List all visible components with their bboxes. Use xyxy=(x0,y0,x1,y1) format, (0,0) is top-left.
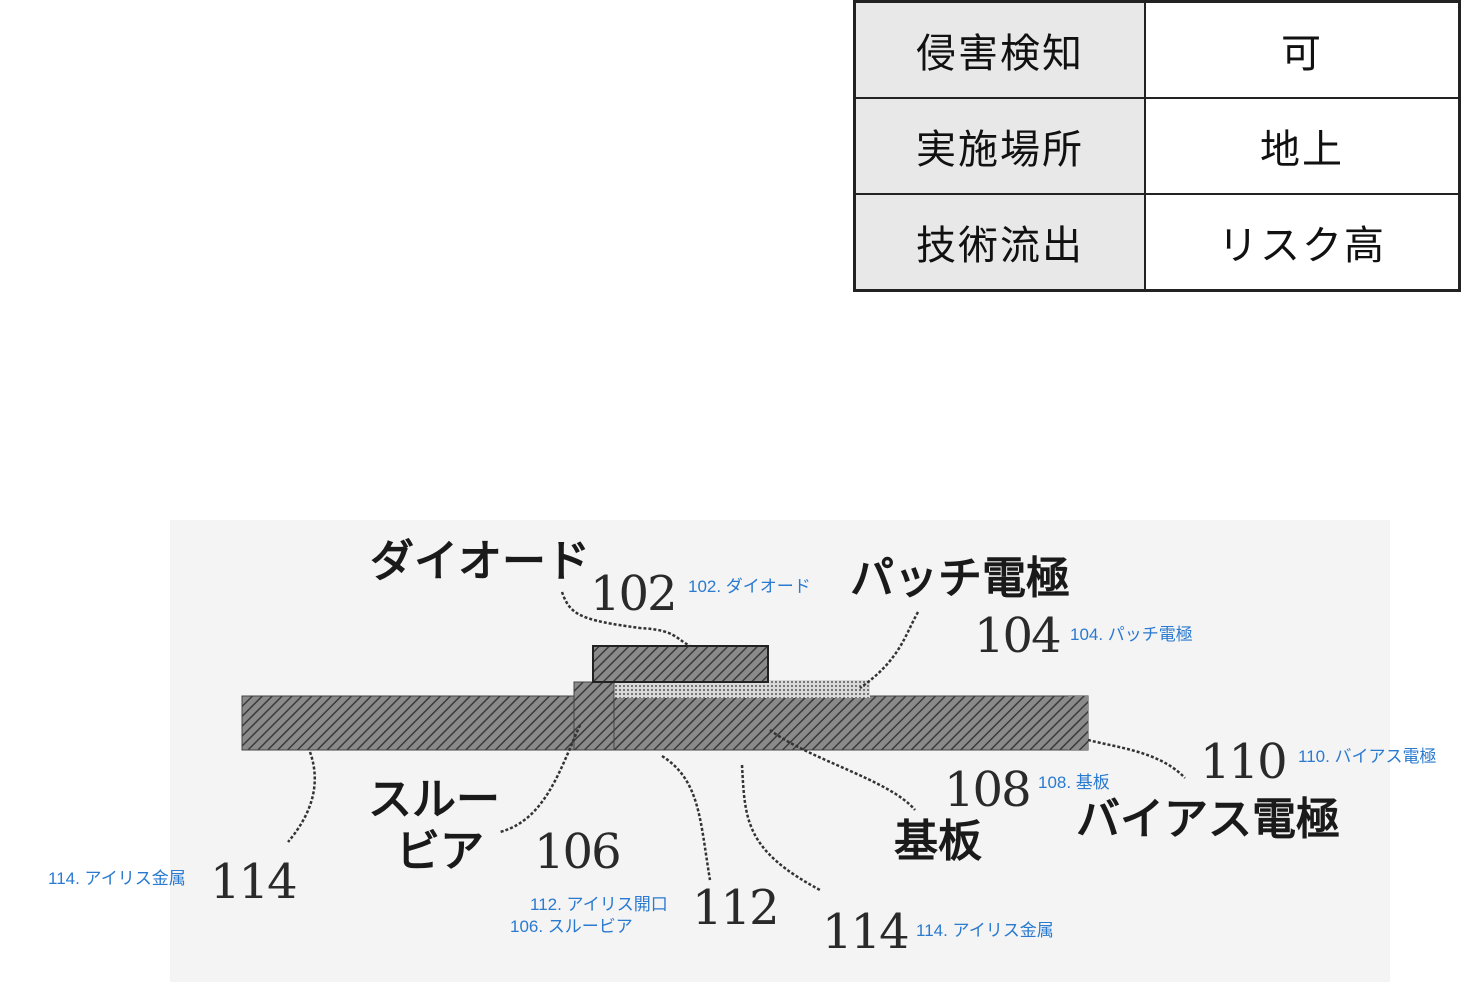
label-through-via-line2: ビア xyxy=(396,826,484,877)
diagram-drawing xyxy=(241,591,1186,892)
diode-shape xyxy=(592,645,769,683)
annotation-108: 108. 基板 xyxy=(1038,773,1110,792)
table-value-cell: 可 xyxy=(1144,0,1461,99)
ref-number-102: 102 xyxy=(590,566,678,622)
table-row: 技術流出 リスク高 xyxy=(853,193,1461,292)
table-key-cell: 侵害検知 xyxy=(853,0,1146,99)
table-value-cell: リスク高 xyxy=(1144,193,1461,292)
annotation-114-left: 114. アイリス金属 xyxy=(48,869,186,888)
antenna-diagram: ダイオード パッチ電極 スルー ビア 基板 バイアス電極 102 104 106… xyxy=(48,520,1437,982)
bias-electrode-shape xyxy=(1068,696,1088,750)
annotation-106: 106. スルービア xyxy=(510,917,633,936)
table-value-cell: 地上 xyxy=(1144,97,1461,195)
table-key-cell: 実施場所 xyxy=(853,97,1146,195)
annotation-110: 110. バイアス電極 xyxy=(1298,747,1437,766)
substrate-layer xyxy=(241,695,1089,751)
label-through-via-line1: スルー xyxy=(368,774,500,825)
ref-number-104: 104 xyxy=(974,608,1062,664)
annotation-104: 104. パッチ電極 xyxy=(1070,625,1193,644)
label-patch-electrode: パッチ電極 xyxy=(850,553,1070,604)
label-substrate: 基板 xyxy=(894,816,982,867)
ref-number-106: 106 xyxy=(534,824,622,880)
annotation-114-right: 114. アイリス金属 xyxy=(916,921,1054,940)
ref-number-114-right: 114 xyxy=(822,904,910,960)
through-via-shape xyxy=(573,681,615,751)
table-key-cell: 技術流出 xyxy=(853,193,1146,292)
patch-electrode-shape xyxy=(610,680,870,698)
table-row: 侵害検知 可 xyxy=(853,0,1461,99)
annotation-102: 102. ダイオード xyxy=(688,577,811,596)
ref-number-112: 112 xyxy=(692,880,780,936)
table-row: 実施場所 地上 xyxy=(853,97,1461,195)
ref-number-114-left: 114 xyxy=(210,854,298,910)
info-table: 侵害検知 可 実施場所 地上 技術流出 リスク高 xyxy=(853,0,1461,292)
ref-number-108: 108 xyxy=(944,762,1032,818)
leader-lines xyxy=(287,591,1186,892)
label-bias-electrode: バイアス電極 xyxy=(1076,794,1340,845)
annotation-112: 112. アイリス開口 xyxy=(530,895,668,914)
label-diode: ダイオード xyxy=(370,536,590,587)
ref-number-110: 110 xyxy=(1200,734,1288,790)
